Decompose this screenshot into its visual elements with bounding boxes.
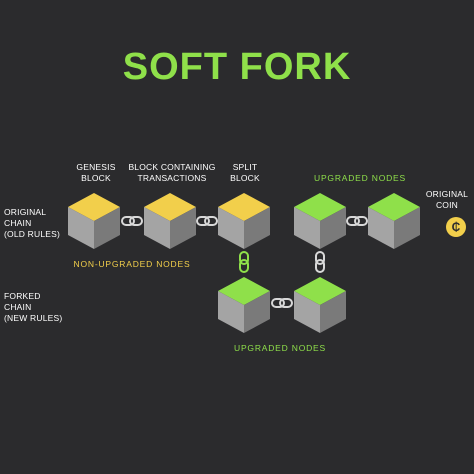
page-title: SOFT FORK <box>122 46 352 88</box>
original-coin-label: ORIGINAL COIN <box>425 189 469 210</box>
genesis-block-label: GENESIS BLOCK <box>76 162 116 183</box>
chain-link-1 <box>121 216 143 226</box>
upgraded-node-cube-1 <box>294 193 346 249</box>
split-block-label: SPLIT BLOCK <box>230 162 260 183</box>
upgraded-nodes-bottom-label: UPGRADED NODES <box>234 343 326 353</box>
chain-link-4 <box>315 251 325 273</box>
chain-link-5 <box>271 298 293 308</box>
chain-link-split <box>239 251 249 273</box>
forked-chain-label: FORKED CHAIN (NEW RULES) <box>4 291 63 323</box>
non-upgraded-nodes-label: NON-UPGRADED NODES <box>73 259 191 269</box>
forked-block-cube-1 <box>218 277 270 333</box>
upgraded-nodes-top-label: UPGRADED NODES <box>314 173 406 183</box>
chain-link-3 <box>346 216 368 226</box>
coin-icon: ₵ <box>446 217 466 237</box>
chain-link-2 <box>196 216 218 226</box>
transactions-block-cube <box>144 193 196 249</box>
original-chain-label: ORIGINAL CHAIN (OLD RULES) <box>4 207 61 239</box>
split-block-cube <box>218 193 270 249</box>
forked-block-cube-2 <box>294 277 346 333</box>
genesis-block-cube <box>68 193 120 249</box>
upgraded-node-cube-2 <box>368 193 420 249</box>
block-containing-transactions-label: BLOCK CONTAINING TRANSACTIONS <box>128 162 216 183</box>
